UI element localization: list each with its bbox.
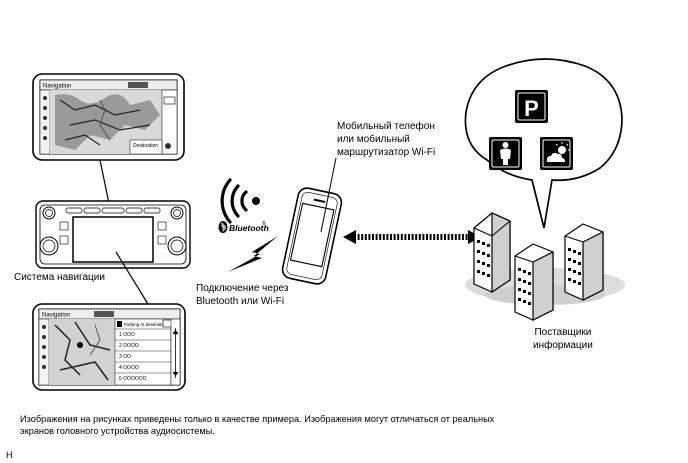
figure-caption: Изображения на рисунках приведены только… (20, 414, 495, 436)
buildings-icon (465, 212, 625, 321)
list-row: 5 OOOOOO (119, 376, 147, 382)
weather-icon (540, 137, 573, 170)
list-row: 2 OOOO (119, 343, 139, 349)
top-screen-callout: Navigation Destination (32, 73, 185, 219)
bluetooth-icon: Bluetooth ® (218, 220, 269, 233)
mobile-phone (281, 157, 343, 285)
top-screen-destination: Destination (133, 143, 158, 149)
connection-label: Подключение через Bluetooth или Wi-Fi (196, 283, 289, 307)
person-icon (489, 137, 522, 170)
wireless-bolt-icon (228, 236, 278, 272)
nav-system-label: Система навигации (14, 272, 105, 283)
phone-label: Мобильный телефон или мобильный маршрути… (337, 121, 436, 158)
providers-bubble: P (464, 58, 623, 229)
data-flow-arrow (343, 230, 481, 244)
bottom-screen-callout: Navigation Parking At destination 1 OOO … (32, 251, 186, 391)
providers-label: Поставщики информации (533, 327, 593, 351)
list-row: 4 OOOO (119, 365, 139, 371)
list-row: 1 OOO (119, 332, 135, 338)
bottom-screen-title: Navigation (42, 313, 70, 319)
top-screen-title: Navigation (43, 84, 71, 90)
figure-code: H (6, 450, 13, 460)
wifi-icon (220, 178, 260, 224)
head-unit (35, 200, 191, 269)
svg-text:®: ® (262, 220, 266, 227)
list-row: 3 OO (119, 354, 131, 360)
parking-icon (515, 90, 548, 123)
bluetooth-wordmark: Bluetooth (229, 223, 269, 233)
svg-text:P: P (524, 96, 539, 121)
list-header: Parking At destination (124, 322, 168, 327)
